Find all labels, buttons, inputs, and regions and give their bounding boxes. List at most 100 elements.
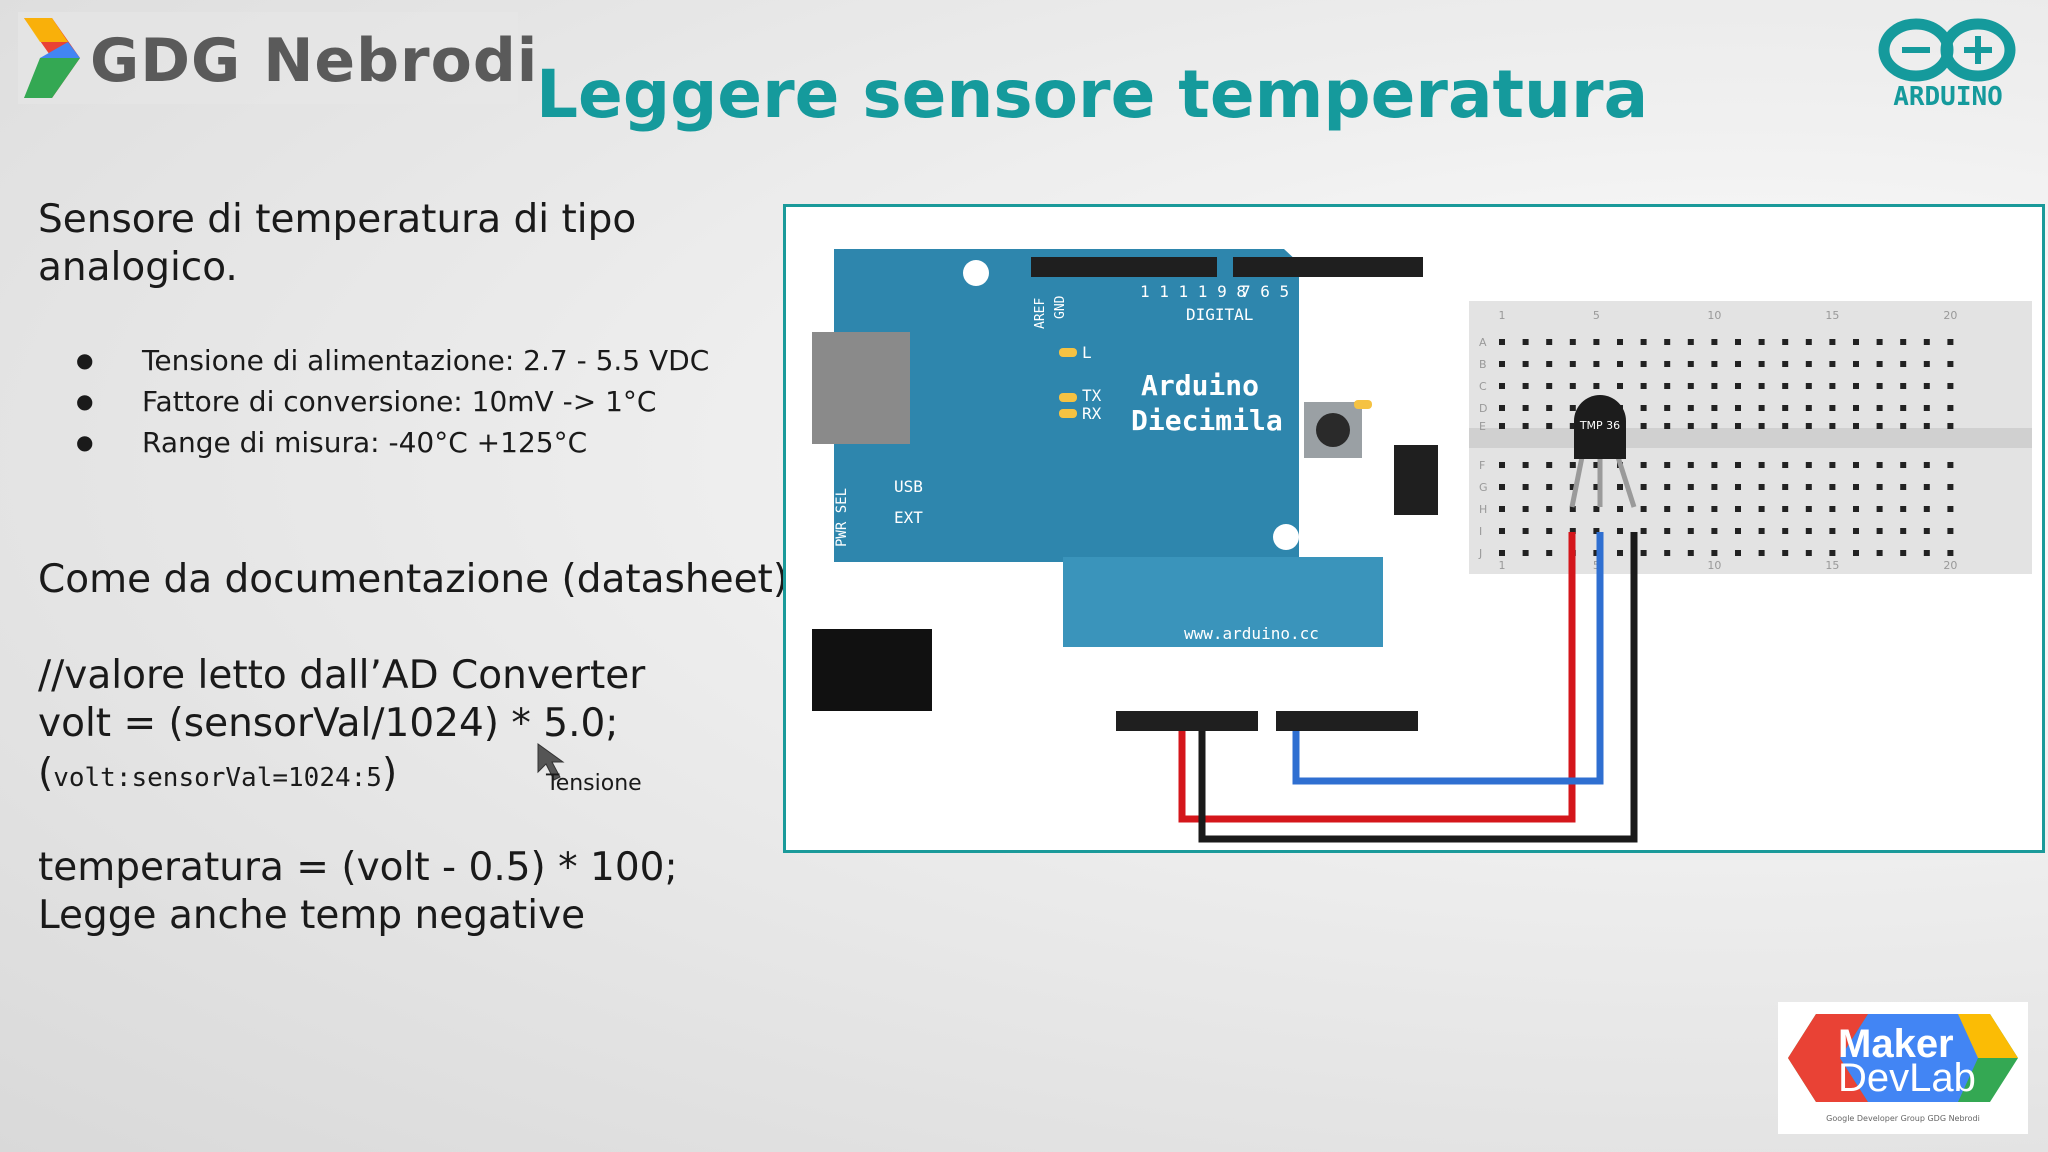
breadboard-hole xyxy=(1923,405,1930,411)
breadboard-hole xyxy=(1664,462,1671,468)
spec-list: Tensione di alimentazione: 2.7 - 5.5 VDC… xyxy=(76,340,709,463)
breadboard-hole xyxy=(1829,550,1836,556)
breadboard-hole xyxy=(1546,506,1553,512)
breadboard-hole xyxy=(1900,383,1907,389)
breadboard-hole xyxy=(1664,383,1671,389)
breadboard-col-label: 15 xyxy=(1825,559,1839,572)
breadboard-hole xyxy=(1664,423,1671,429)
cursor-tooltip-label: Tensione xyxy=(546,771,642,796)
breadboard-hole xyxy=(1593,484,1600,490)
breadboard-hole xyxy=(1687,484,1694,490)
power-jack xyxy=(812,629,932,711)
code-comment: //valore letto dall’AD Converter xyxy=(38,653,646,698)
breadboard-hole xyxy=(1593,361,1600,367)
breadboard-hole xyxy=(1758,550,1765,556)
icsp-label: ICSP xyxy=(1398,522,1437,541)
breadboard-hole xyxy=(1876,423,1883,429)
breadboard-hole xyxy=(1499,383,1505,389)
breadboard-hole xyxy=(1923,550,1930,556)
breadboard-hole xyxy=(1640,528,1647,534)
breadboard-hole xyxy=(1900,506,1907,512)
breadboard-hole xyxy=(1735,506,1741,512)
breadboard-hole xyxy=(1735,423,1741,429)
breadboard-hole xyxy=(1499,506,1505,512)
breadboard-hole xyxy=(1876,550,1883,556)
led-pwr xyxy=(1354,400,1372,409)
breadboard-row-label: I xyxy=(1479,525,1482,538)
breadboard-row-label: F xyxy=(1479,459,1485,472)
tmp36-sensor xyxy=(1574,395,1626,459)
breadboard-hole xyxy=(1522,550,1529,556)
ratio-close-paren: ) xyxy=(381,751,398,796)
breadboard-hole xyxy=(1758,383,1765,389)
arduino-logo: ARDUINO xyxy=(1872,14,2022,124)
breadboard-hole xyxy=(1900,423,1907,429)
breadboard-hole xyxy=(1829,462,1836,468)
breadboard-hole xyxy=(1923,528,1930,534)
breadboard-hole xyxy=(1900,405,1907,411)
breadboard-hole xyxy=(1664,528,1671,534)
breadboard-hole xyxy=(1522,405,1529,411)
breadboard-hole xyxy=(1640,506,1647,512)
breadboard-hole xyxy=(1805,550,1812,556)
spec-item-range: Range di misura: -40°C +125°C xyxy=(76,422,709,463)
breadboard-hole xyxy=(1829,506,1836,512)
board-mount-hole xyxy=(1273,524,1299,550)
breadboard-hole xyxy=(1546,423,1553,429)
breadboard-hole xyxy=(1853,528,1859,534)
breadboard-hole xyxy=(1947,506,1954,512)
breadboard-hole xyxy=(1664,339,1671,345)
breadboard-hole xyxy=(1593,550,1600,556)
breadboard-hole xyxy=(1805,361,1812,367)
breadboard-hole xyxy=(1640,361,1647,367)
breadboard-hole xyxy=(1758,339,1765,345)
circuit-diagram: Arduino Diecimila www.arduino.cc DIGITAL… xyxy=(812,249,2032,843)
breadboard-hole xyxy=(1617,339,1623,345)
breadboard-hole xyxy=(1782,383,1789,389)
maker-logo-caption: Google Developer Group GDG Nebrodi xyxy=(1826,1114,1980,1123)
breadboard-hole xyxy=(1900,484,1907,490)
breadboard-hole xyxy=(1711,361,1718,367)
mouse-cursor-icon xyxy=(537,743,565,781)
breadboard-hole xyxy=(1569,361,1576,367)
breadboard-hole xyxy=(1805,528,1812,534)
breadboard-hole xyxy=(1853,383,1859,389)
breadboard-hole xyxy=(1664,405,1671,411)
breadboard-hole xyxy=(1640,550,1647,556)
arduino-board xyxy=(834,249,1299,562)
breadboard-col-label: 5 xyxy=(1593,309,1600,322)
breadboard-hole xyxy=(1947,528,1954,534)
breadboard-hole xyxy=(1499,550,1505,556)
breadboard-hole xyxy=(1853,423,1859,429)
breadboard-hole xyxy=(1522,383,1529,389)
breadboard-hole xyxy=(1900,550,1907,556)
breadboard-hole xyxy=(1499,361,1505,367)
breadboard-hole xyxy=(1617,506,1623,512)
breadboard-hole xyxy=(1569,462,1576,468)
breadboard-hole xyxy=(1664,484,1671,490)
maker-devlab-logo: Maker DevLab Google Developer Group GDG … xyxy=(1778,1002,2028,1134)
breadboard-col-label: 20 xyxy=(1943,559,1957,572)
breadboard-hole xyxy=(1569,405,1576,411)
breadboard-hole xyxy=(1782,462,1789,468)
gnd-label: GND xyxy=(1053,295,1068,319)
breadboard-hole xyxy=(1499,423,1505,429)
analog-label: ANALOG IN xyxy=(1302,658,1389,677)
breadboard-hole xyxy=(1569,506,1576,512)
breadboard-hole xyxy=(1499,405,1505,411)
breadboard-hole xyxy=(1829,361,1836,367)
breadboard-hole xyxy=(1829,405,1836,411)
digital-header-low xyxy=(1233,257,1423,277)
breadboard-hole xyxy=(1711,405,1718,411)
breadboard-hole xyxy=(1853,339,1859,345)
breadboard-hole xyxy=(1711,484,1718,490)
breadboard-hole xyxy=(1522,528,1529,534)
breadboard-hole xyxy=(1522,462,1529,468)
breadboard-hole xyxy=(1687,462,1694,468)
breadboard-hole xyxy=(1829,528,1836,534)
breadboard-hole xyxy=(1853,506,1859,512)
breadboard-hole xyxy=(1900,528,1907,534)
breadboard-hole xyxy=(1593,339,1600,345)
breadboard-hole xyxy=(1758,484,1765,490)
